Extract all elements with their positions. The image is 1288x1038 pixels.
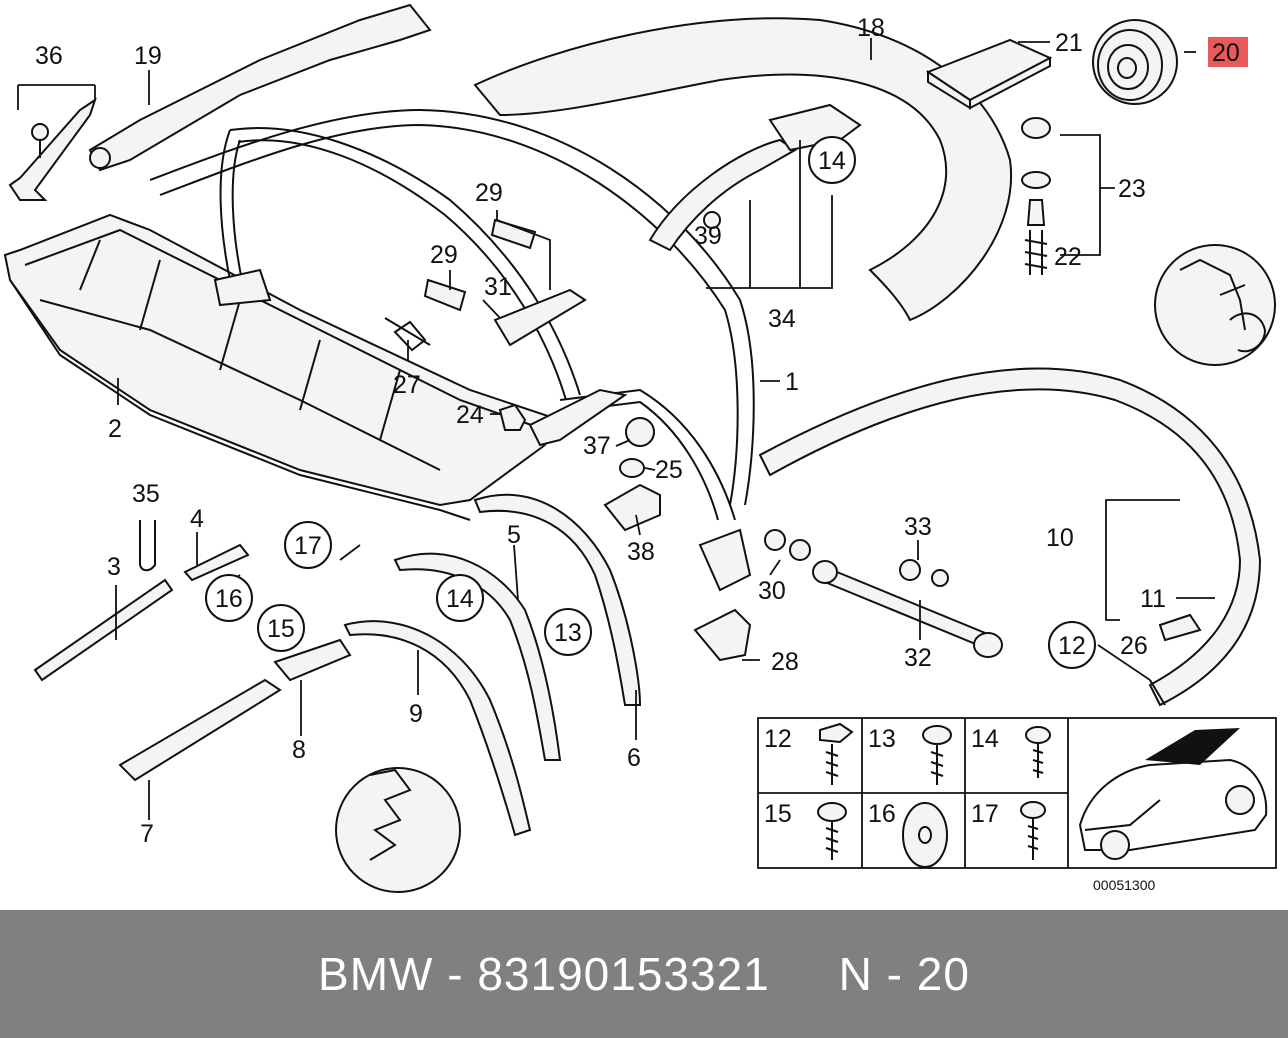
- brand-label: BMW: [318, 948, 434, 1000]
- callout-20: 20: [1212, 39, 1240, 67]
- parts-diagram: 1 2 3 4 5 6 7 8 9 10 11 12 13 14 14 15 1…: [3, 3, 1277, 893]
- parts-5-6-9: [335, 493, 642, 893]
- callout-35: 35: [132, 480, 160, 508]
- callout-18: 18: [857, 14, 885, 42]
- ref-number: 20: [916, 948, 970, 1000]
- screw-cell-16: 16: [868, 800, 896, 828]
- part-1-top-frame: [149, 108, 755, 521]
- callout-1: 1: [785, 368, 799, 396]
- spacer: [770, 947, 839, 1001]
- screw-cell-17: 17: [971, 800, 999, 828]
- callout-39: 39: [694, 222, 722, 250]
- callout-17: 17: [294, 532, 322, 560]
- callout-8: 8: [292, 736, 306, 764]
- car-location-illustration: [1078, 728, 1268, 860]
- washer-icon: [902, 802, 948, 868]
- part-20-roll: [1092, 19, 1178, 105]
- callout-19: 19: [134, 42, 162, 70]
- screw-cell-14: 14: [971, 725, 999, 753]
- callout-9: 9: [409, 700, 423, 728]
- callout-14b: 14: [446, 585, 474, 613]
- part-27-pin: [384, 317, 431, 352]
- callout-22: 22: [1054, 243, 1082, 271]
- callout-13: 13: [554, 619, 582, 647]
- highlight-box-20: [1208, 37, 1248, 67]
- screw-icon: [817, 802, 847, 860]
- parts-28-30-32-33: [693, 528, 1003, 662]
- callout-labels: 1 2 3 4 5 6 7 8 9 10 11 12 13 14 14 15 1…: [35, 14, 1240, 848]
- parts-7-8: [118, 638, 352, 782]
- callout-11: 11: [1140, 585, 1166, 613]
- part-number: 83190153321: [477, 948, 770, 1000]
- callout-7: 7: [140, 820, 154, 848]
- screw-cell-13: 13: [868, 725, 896, 753]
- callout-27: 27: [393, 371, 421, 399]
- fasteners-22-23: [1021, 117, 1051, 275]
- callout-36: 36: [35, 42, 63, 70]
- callout-6: 6: [627, 744, 641, 772]
- callout-30: 30: [758, 577, 786, 605]
- part-number-banner: BMW - 83190153321 N - 20: [0, 910, 1288, 1038]
- part-2-frame: [3, 213, 562, 521]
- circled-callouts: [205, 136, 1096, 669]
- drawing-number: 00051300: [1093, 877, 1156, 893]
- part-19-bracket: [88, 3, 432, 172]
- callout-4: 4: [190, 505, 204, 533]
- callout-5: 5: [507, 521, 521, 549]
- callout-23: 23: [1118, 175, 1146, 203]
- screw-reference-table: 12 13 14 15 16 17: [757, 717, 1277, 893]
- callout-16: 16: [215, 585, 243, 613]
- callout-12: 12: [1058, 632, 1086, 660]
- callout-32: 32: [904, 644, 932, 672]
- callout-38: 38: [627, 538, 655, 566]
- screw-cell-12: 12: [764, 725, 792, 753]
- callout-33: 33: [904, 513, 932, 541]
- parts-24-25-37-38: [498, 388, 661, 532]
- part-18-cover: [473, 17, 1013, 322]
- screw-icon: [1025, 726, 1051, 778]
- separator: -: [433, 948, 478, 1000]
- callout-14: 14: [818, 147, 846, 175]
- callout-34: 34: [768, 305, 796, 333]
- parts-29-31: [423, 218, 587, 347]
- callout-2: 2: [108, 415, 122, 443]
- callout-24: 24: [456, 401, 484, 429]
- callout-10: 10: [1046, 524, 1074, 552]
- screw-icon: [819, 722, 854, 785]
- callout-26: 26: [1120, 632, 1148, 660]
- callout-25: 25: [655, 456, 683, 484]
- exploded-parts-drawing: 1 2 3 4 5 6 7 8 9 10 11 12 13 14 14 15 1…: [3, 3, 1277, 893]
- callout-29b: 29: [430, 241, 458, 269]
- callout-28: 28: [771, 648, 799, 676]
- ref-separator: -: [872, 948, 917, 1000]
- ref-prefix: N: [838, 948, 873, 1000]
- callout-37: 37: [583, 432, 611, 460]
- parts-3-4-35: [33, 520, 250, 682]
- part-21-pad: [925, 38, 1053, 110]
- callout-3: 3: [107, 553, 121, 581]
- callout-31: 31: [484, 273, 512, 301]
- callout-21: 21: [1055, 29, 1083, 57]
- screw-cell-15: 15: [764, 800, 792, 828]
- part-36-clip: [8, 97, 97, 201]
- callout-29a: 29: [475, 179, 503, 207]
- part-10-seal: [758, 244, 1276, 707]
- callout-15: 15: [267, 615, 295, 643]
- screw-icon: [1020, 801, 1046, 860]
- screw-icon: [922, 725, 952, 785]
